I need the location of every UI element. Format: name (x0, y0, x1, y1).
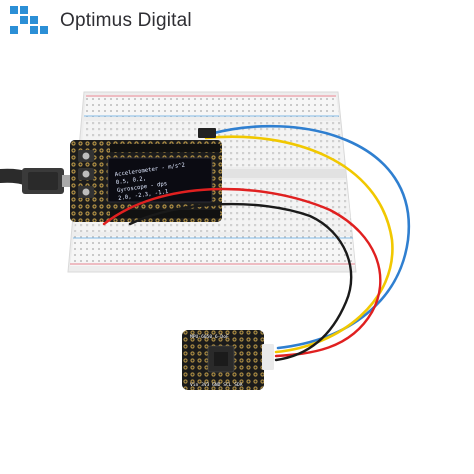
feather-board: Accelerometer - m/s^2 0.5, 0.2, Gyroscop… (70, 140, 222, 222)
jumper-wires (102, 124, 411, 362)
sensor-title: MPU-6050 6-DoF (190, 334, 229, 340)
yellow-wire (204, 135, 394, 354)
pixel-squares-logo-icon (10, 6, 48, 34)
red-wire (102, 187, 382, 358)
sensor-pin-labels: Vin 3V3 GND SCL SDA (190, 382, 243, 388)
usb-cable (0, 168, 74, 194)
oled-line-2: 0.5, 0.2, (116, 176, 147, 186)
sensor-board: MPU-6050 6-DoF Vin 3V3 GND SCL SDA (182, 330, 274, 390)
brand-header: Optimus Digital (8, 4, 192, 38)
brand-name: Optimus Digital (60, 10, 192, 31)
black-wire (128, 202, 353, 362)
